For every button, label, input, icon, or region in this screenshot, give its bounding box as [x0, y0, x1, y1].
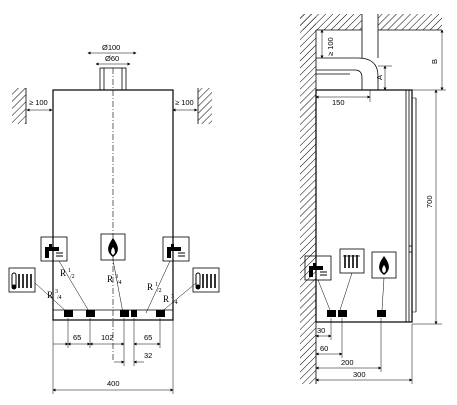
dim-label-a: A: [375, 75, 384, 80]
left-clearance-label: ≥ 100: [29, 98, 48, 107]
dim-150: 150: [332, 98, 345, 107]
ceiling: [378, 14, 442, 30]
dim-200: 200: [341, 358, 354, 367]
top-clearance-label: ≥ 100: [326, 37, 335, 56]
connection-label: R 3 /4: [163, 294, 178, 306]
pipe-fitting: [377, 310, 386, 317]
right-wall: [198, 88, 212, 124]
svg-text:R: R: [163, 294, 169, 304]
dim-30: 30: [317, 326, 325, 335]
svg-text:R: R: [47, 290, 53, 300]
dim-300: 300: [353, 370, 366, 379]
front-view: ≥ 100 ≥ 100 Ø100 Ø60: [8, 43, 220, 394]
svg-text:R: R: [107, 274, 113, 284]
svg-text:R: R: [147, 282, 153, 292]
pipe-fitting: [131, 310, 137, 317]
svg-text:/4: /4: [173, 300, 178, 306]
svg-text:/4: /4: [117, 280, 122, 286]
left-wall: [12, 88, 26, 124]
flue-inner-label: Ø60: [105, 54, 119, 63]
dim-400: 400: [107, 379, 120, 388]
dim-102: 102: [101, 333, 114, 342]
dim-65-left: 65: [73, 333, 81, 342]
side-view: ≥ 100 A B 150 700: [300, 14, 446, 384]
svg-text:R: R: [60, 268, 66, 278]
svg-text:3: 3: [115, 274, 118, 280]
radiator-icon: [192, 267, 220, 293]
dim-32: 32: [144, 351, 152, 360]
gas-flame-icon: [100, 233, 126, 261]
connection-label: R 1 /2: [147, 282, 162, 294]
pipe-fitting: [86, 310, 95, 317]
boiler-body-side: [315, 89, 413, 323]
connection-label: R 1 /2: [60, 268, 75, 280]
pipe-fitting: [156, 310, 165, 317]
dim-65-right: 65: [144, 333, 152, 342]
flue-outer-label: Ø100: [102, 43, 120, 52]
svg-text:1: 1: [155, 282, 158, 288]
svg-text:/2: /2: [157, 288, 162, 294]
svg-text:1: 1: [68, 268, 71, 274]
pipe-fitting: [120, 310, 129, 317]
ceiling: [300, 14, 362, 30]
svg-text:3: 3: [171, 294, 174, 300]
right-clearance-label: ≥ 100: [175, 98, 194, 107]
connection-label: R 3 /4: [47, 289, 62, 301]
dim-60: 60: [320, 344, 328, 353]
svg-text:/2: /2: [70, 274, 75, 280]
svg-text:/4: /4: [57, 295, 62, 301]
hot-water-tap-icon: [162, 236, 190, 262]
dim-700: 700: [425, 195, 434, 208]
dim-label-b: B: [430, 59, 439, 64]
pipe-fitting: [338, 310, 347, 317]
side-wall: [300, 14, 316, 384]
gas-flame-icon: [371, 251, 397, 279]
pipe-fitting: [64, 310, 73, 317]
pipe-fitting: [327, 310, 336, 317]
radiator-icon: [8, 267, 36, 293]
radiator-icon: [339, 248, 365, 274]
hot-water-tap-icon: [40, 236, 68, 262]
connection-label: R 3 /4: [107, 274, 122, 286]
svg-text:3: 3: [55, 289, 58, 295]
